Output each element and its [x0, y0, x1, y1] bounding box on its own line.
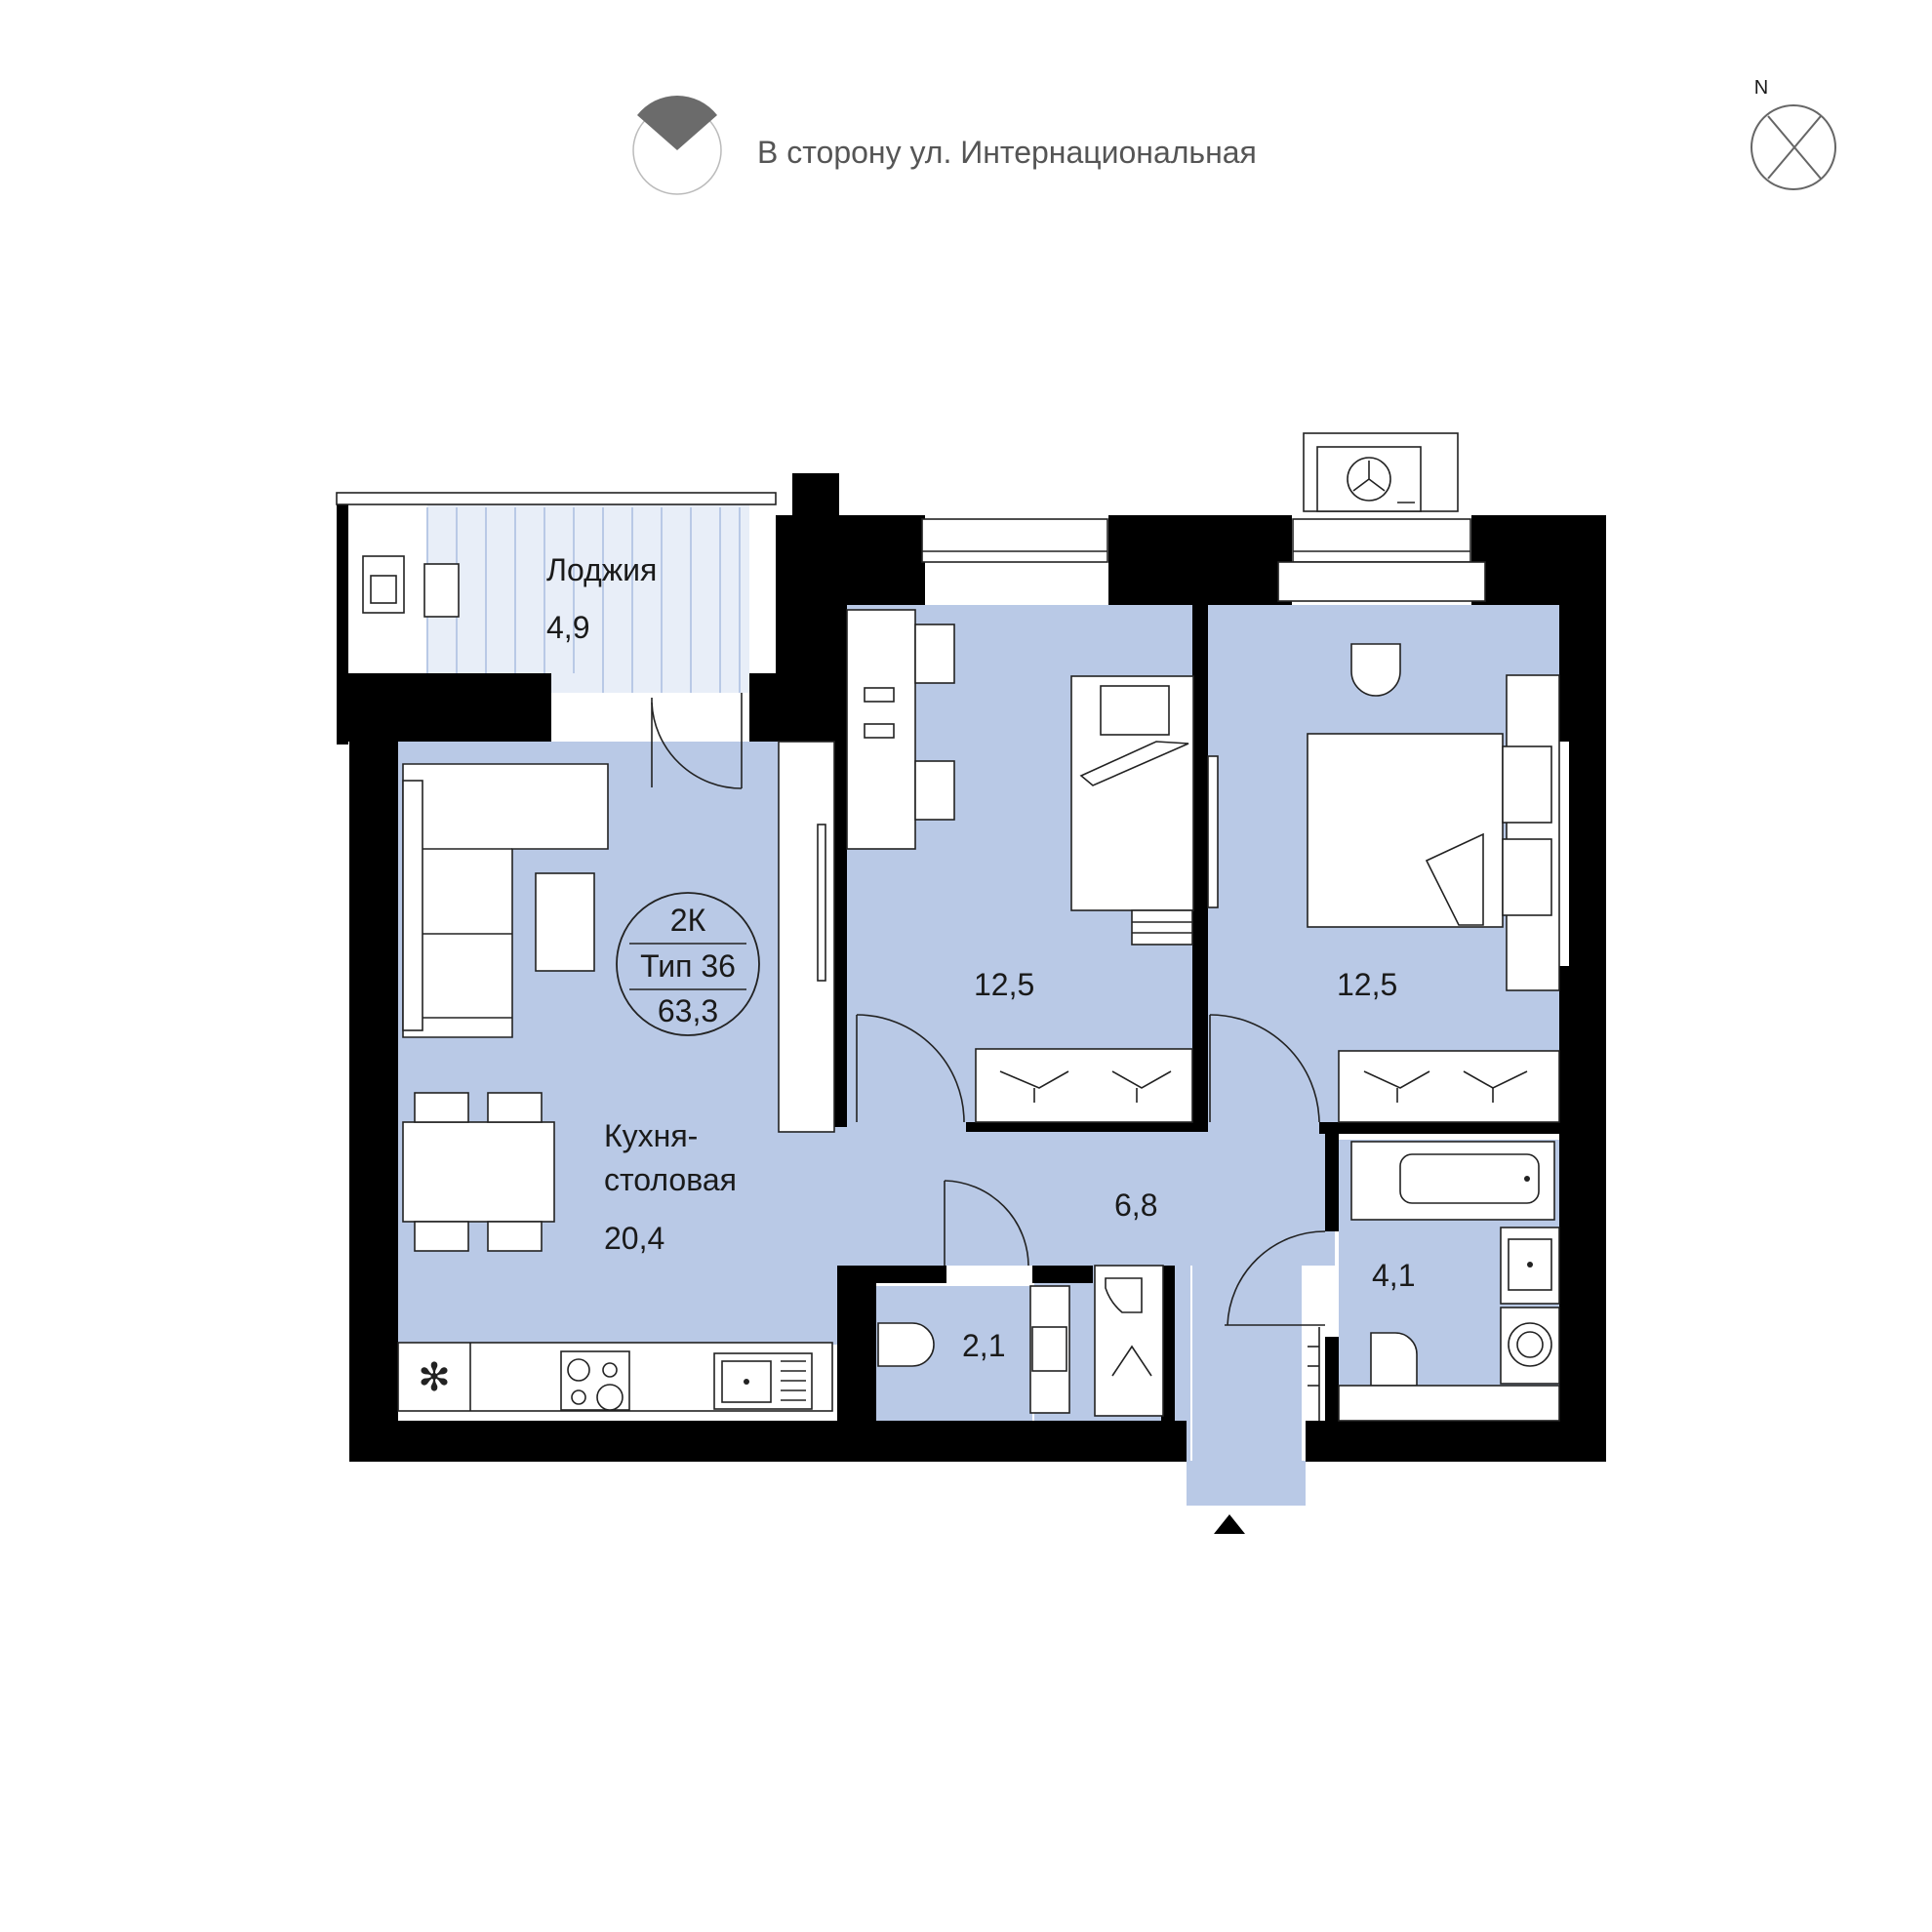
bedroom1-furniture [846, 609, 1219, 1123]
room-labels: Лоджия 4,9 2К Тип 36 63,3 Кухня- столова… [546, 552, 1415, 1363]
door-b1-swing [856, 1014, 965, 1123]
ac-unit [1303, 432, 1459, 512]
bed-footstool [1131, 909, 1193, 946]
door-mirror [1207, 755, 1219, 908]
window-sill-bedroom2 [1277, 561, 1486, 602]
wc-top-right [1032, 1266, 1093, 1283]
loggia-floor [427, 503, 749, 693]
partition-k-b1 [834, 605, 847, 1127]
wall-right [1559, 515, 1606, 1462]
entrance-arrow-icon [1214, 1514, 1245, 1534]
window-right [1559, 742, 1569, 966]
door-b2-swing [1209, 1014, 1320, 1123]
door-loggia-swing [651, 702, 743, 789]
wc-left-wall [837, 1266, 876, 1422]
wall-left [349, 742, 398, 1462]
window-bedroom1 [921, 518, 1108, 563]
total-area: 63,3 [658, 993, 718, 1028]
dresser [1506, 674, 1560, 991]
loggia-furniture [362, 555, 460, 618]
closet-b2 [1338, 1050, 1560, 1123]
loggia-area: 4,9 [546, 610, 589, 645]
corridor-floor [1192, 1266, 1302, 1461]
bathroom-furniture [1338, 1141, 1560, 1422]
loggia-name: Лоджия [546, 552, 657, 587]
kitchen-furniture: ✻ [397, 741, 835, 1412]
bathroom-wall-lower [1325, 1337, 1339, 1425]
north-label: N [1754, 77, 1768, 99]
wall-top-2 [1108, 515, 1292, 605]
hall-floor [847, 1122, 1335, 1266]
window-loggia [336, 492, 777, 505]
compass-cross [1767, 115, 1822, 180]
partition-b1-b2 [1192, 605, 1208, 1132]
desk-chair [914, 760, 955, 821]
entrance-floor [1187, 1461, 1306, 1506]
bedroom2-area: 12,5 [1337, 967, 1397, 1002]
desk-chair [914, 624, 955, 684]
chair [487, 1092, 543, 1123]
wc-area: 2,1 [962, 1328, 1005, 1363]
bathroom-area: 4,1 [1372, 1258, 1415, 1293]
window-bedroom2 [1292, 518, 1471, 563]
orientation-text: В сторону ул. Интернациональная [757, 135, 1257, 170]
rooms-code: 2К [670, 903, 706, 938]
bedroom1-area: 12,5 [974, 967, 1034, 1002]
orientation-indicator: В сторону ул. Интернациональная [632, 95, 1257, 195]
wall-bottom-right [1306, 1421, 1606, 1462]
chair [414, 1092, 469, 1123]
loggia-chair [423, 563, 460, 618]
wc-sink [1031, 1326, 1067, 1372]
doors [651, 693, 1326, 1421]
nightstand [1502, 745, 1552, 824]
bedroom2-furniture [1307, 643, 1560, 1123]
hall-area: 6,8 [1114, 1187, 1157, 1223]
chair [414, 1221, 469, 1252]
toilet [877, 1322, 935, 1367]
bedroom1-bottom [966, 1122, 1208, 1132]
compass: N [1751, 77, 1836, 190]
bedroom2-bottom [1319, 1122, 1559, 1134]
sector-icon [637, 95, 717, 150]
windows [336, 492, 1569, 966]
column [792, 473, 839, 522]
dining-table [402, 1121, 555, 1223]
chair [487, 1221, 543, 1252]
closet-b1 [975, 1048, 1193, 1123]
walls [337, 473, 1606, 1462]
kitchen-area: 20,4 [604, 1221, 664, 1256]
wall-bottom-left [349, 1421, 1187, 1462]
snowflake-icon: ✻ [418, 1356, 451, 1399]
bathroom-wall [1325, 1122, 1339, 1231]
nightstand [1502, 838, 1552, 916]
desk [846, 609, 916, 850]
coffee-table [535, 872, 595, 972]
closet-wall [1161, 1266, 1175, 1422]
wall-stub [749, 673, 847, 742]
apartment-type: Тип 36 [640, 948, 736, 984]
loggia-wall-bottom [337, 673, 551, 742]
apartment-badge [616, 892, 760, 1036]
wc-furniture [877, 1265, 1164, 1417]
kitchen-name-line1: Кухня- [604, 1118, 698, 1153]
bath-toilet [1370, 1332, 1418, 1387]
wall-top-3 [1471, 515, 1606, 605]
loggia-decking [426, 507, 741, 693]
door-bath-swing [1227, 1230, 1326, 1326]
chair-b2 [1350, 643, 1401, 697]
door-wc-swing [944, 1180, 1029, 1267]
bath-shelf [1338, 1385, 1560, 1422]
kitchen-name-line2: столовая [604, 1162, 737, 1197]
